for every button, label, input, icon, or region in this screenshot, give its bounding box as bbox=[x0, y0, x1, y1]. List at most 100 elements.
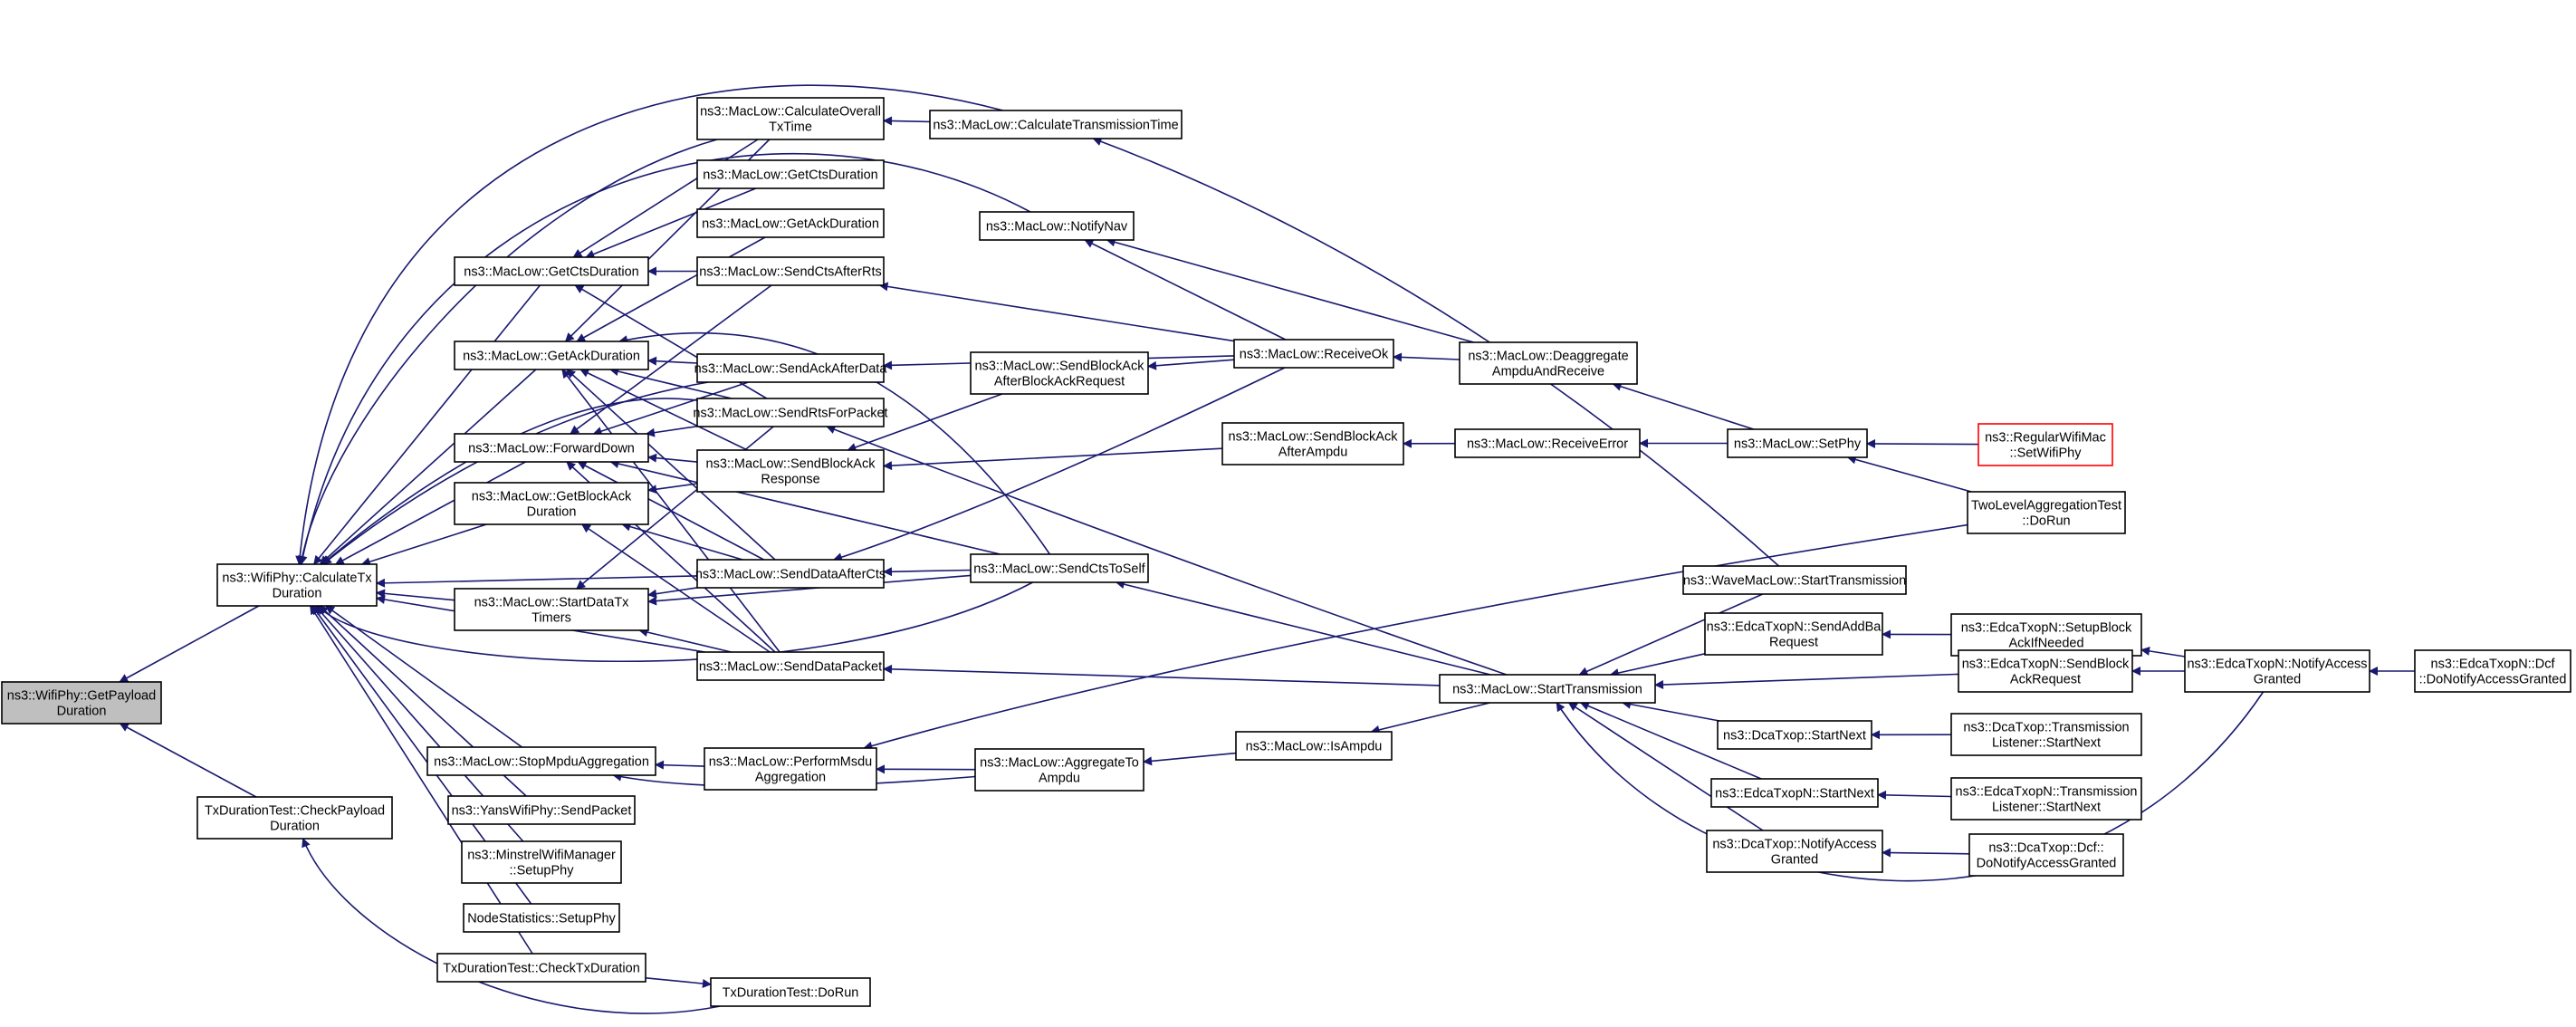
node-sma[interactable]: ns3::MacLow::StopMpduAggregation bbox=[426, 746, 656, 776]
node-esn[interactable]: ns3::EdcaTxopN::StartNext bbox=[1710, 778, 1879, 808]
edge-ctd-to-gpd bbox=[119, 605, 260, 683]
edge-scts-to-fwd bbox=[609, 459, 1001, 555]
node-nss[interactable]: NodeStatistics::SetupPhy bbox=[463, 903, 620, 933]
node-ctt[interactable]: ns3::MacLow::CalculateTransmissionTime bbox=[929, 110, 1183, 139]
node-sbabr[interactable]: ns3::MacLow::SendBlockAckAfterBlockAckRe… bbox=[970, 351, 1149, 395]
node-rerr[interactable]: ns3::MacLow::ReceiveError bbox=[1454, 428, 1641, 458]
edge-enag-to-esbaif bbox=[2140, 646, 2186, 657]
edge-sbabr-to-sbar bbox=[847, 393, 1003, 452]
node-box bbox=[216, 563, 378, 607]
node-box bbox=[1968, 833, 2124, 877]
node-label: ns3::MacLow::SendBlockAck bbox=[1229, 430, 1399, 445]
node-label: AckIfNeeded bbox=[2008, 637, 2083, 651]
node-label: ns3::MacLow::IsAmpdu bbox=[1246, 740, 1383, 754]
node-gctsd2[interactable]: ns3::MacLow::GetCtsDuration bbox=[696, 159, 885, 189]
node-label: TxDurationTest::CheckTxDuration bbox=[443, 962, 640, 976]
node-fwd[interactable]: ns3::MacLow::ForwardDown bbox=[454, 433, 649, 463]
node-ywsp[interactable]: ns3::YansWifiPhy::SendPacket bbox=[447, 795, 636, 825]
node-ednag[interactable]: ns3::EdcaTxopN::Dcf::DoNotifyAccessGrant… bbox=[2414, 649, 2571, 693]
node-label: ns3::MacLow::PerformMsdu bbox=[709, 755, 873, 770]
node-box bbox=[454, 482, 649, 525]
node-label: Ampdu bbox=[1039, 772, 1080, 786]
node-label: Listener::StartNext bbox=[1992, 736, 2101, 751]
node-enag[interactable]: ns3::EdcaTxopN::NotifyAccessGranted bbox=[2184, 649, 2370, 693]
node-box bbox=[463, 903, 620, 933]
edge-wmstx-to-stx bbox=[1578, 593, 1764, 676]
node-gackd2[interactable]: ns3::MacLow::GetAckDuration bbox=[696, 208, 885, 238]
edge-sdp-to-gbad bbox=[580, 523, 771, 653]
edge-dsn-to-stx bbox=[1622, 699, 1720, 722]
node-tctd[interactable]: TxDurationTest::CheckTxDuration bbox=[436, 953, 646, 983]
edge-gackd2-to-gackd bbox=[576, 236, 766, 342]
node-gctsd[interactable]: ns3::MacLow::GetCtsDuration bbox=[454, 256, 649, 286]
edge-stx-to-isam bbox=[1370, 702, 1490, 734]
node-label: ::SetWifiPhy bbox=[2010, 446, 2083, 461]
node-box bbox=[454, 341, 649, 370]
node-gackd[interactable]: ns3::MacLow::GetAckDuration bbox=[454, 341, 649, 370]
edge-pma-to-sma bbox=[655, 760, 705, 770]
node-label: ns3::MacLow::CalculateTransmissionTime bbox=[933, 119, 1178, 133]
node-dsn[interactable]: ns3::DcaTxop::StartNext bbox=[1717, 720, 1872, 750]
node-label: ns3::EdcaTxopN::Dcf bbox=[2431, 657, 2556, 672]
node-tdr[interactable]: TxDurationTest::DoRun bbox=[710, 977, 871, 1007]
node-label: ns3::MacLow::StopMpduAggregation bbox=[434, 755, 649, 770]
node-label: ns3::WaveMacLow::StartTransmission bbox=[1683, 574, 1906, 589]
node-stx[interactable]: ns3::MacLow::StartTransmission bbox=[1439, 674, 1656, 704]
node-rok[interactable]: ns3::MacLow::ReceiveOk bbox=[1233, 339, 1394, 369]
node-rwm[interactable]: ns3::RegularWifiMac::SetWifiPhy bbox=[1977, 423, 2113, 466]
node-etlsn[interactable]: ns3::EdcaTxopN::TransmissionListener::St… bbox=[1950, 777, 2142, 821]
node-box bbox=[1717, 720, 1872, 750]
node-label: TxTime bbox=[769, 120, 812, 135]
node-box bbox=[970, 351, 1149, 395]
edge-scts-to-sdac bbox=[883, 567, 972, 577]
node-label: ns3::MacLow::GetAckDuration bbox=[702, 217, 879, 232]
node-sdac[interactable]: ns3::MacLow::SendDataAfterCts bbox=[695, 559, 886, 589]
node-mwm[interactable]: ns3::MinstrelWifiManager::SetupPhy bbox=[461, 840, 622, 884]
node-box bbox=[1706, 830, 1883, 873]
node-dnag[interactable]: ns3::DcaTxop::NotifyAccessGranted bbox=[1706, 830, 1883, 873]
edge-gctsd2-to-gctsd bbox=[585, 187, 757, 259]
edge-ssp-to-dar bbox=[1612, 381, 1755, 430]
node-label: ns3::MacLow::ReceiveOk bbox=[1240, 348, 1389, 362]
edge-rok-to-sbabr bbox=[1147, 359, 1235, 370]
node-box bbox=[710, 977, 871, 1007]
edge-tcpd-to-gpd bbox=[119, 723, 257, 798]
edge-stx-to-srts bbox=[826, 425, 1508, 676]
node-sdp[interactable]: ns3::MacLow::SendDataPacket bbox=[696, 651, 885, 681]
edge-stx-to-scts bbox=[1115, 580, 1491, 676]
node-label: Response bbox=[761, 473, 819, 487]
node-wmstx[interactable]: ns3::WaveMacLow::StartTransmission bbox=[1682, 565, 1907, 595]
node-dtlsn[interactable]: ns3::DcaTxop::TransmissionListener::Star… bbox=[1950, 713, 2142, 756]
node-box bbox=[974, 748, 1144, 792]
edge-etlsn-to-esn bbox=[1877, 790, 1952, 800]
node-box bbox=[696, 651, 885, 681]
node-label: ns3::MacLow::SendRtsForPacket bbox=[693, 407, 887, 421]
node-srts[interactable]: ns3::MacLow::SendRtsForPacket bbox=[693, 398, 888, 427]
node-sctsr[interactable]: ns3::MacLow::SendCtsAfterRts bbox=[696, 256, 885, 286]
node-nnav[interactable]: ns3::MacLow::NotifyNav bbox=[979, 211, 1135, 241]
node-tlat[interactable]: TwoLevelAggregationTest::DoRun bbox=[1967, 491, 2126, 534]
node-box bbox=[696, 353, 885, 383]
node-sackd[interactable]: ns3::MacLow::SendAckAfterData bbox=[694, 353, 888, 383]
node-label: ::DoNotifyAccessGranted bbox=[2419, 673, 2567, 687]
node-label: TxDurationTest::DoRun bbox=[723, 986, 859, 1001]
node-ssp[interactable]: ns3::MacLow::SetPhy bbox=[1727, 428, 1868, 458]
node-scts[interactable]: ns3::MacLow::SendCtsToSelf bbox=[970, 553, 1149, 583]
node-ddnag[interactable]: ns3::DcaTxop::Dcf::DoNotifyAccessGranted bbox=[1968, 833, 2124, 877]
node-isam[interactable]: ns3::MacLow::IsAmpdu bbox=[1235, 731, 1393, 761]
